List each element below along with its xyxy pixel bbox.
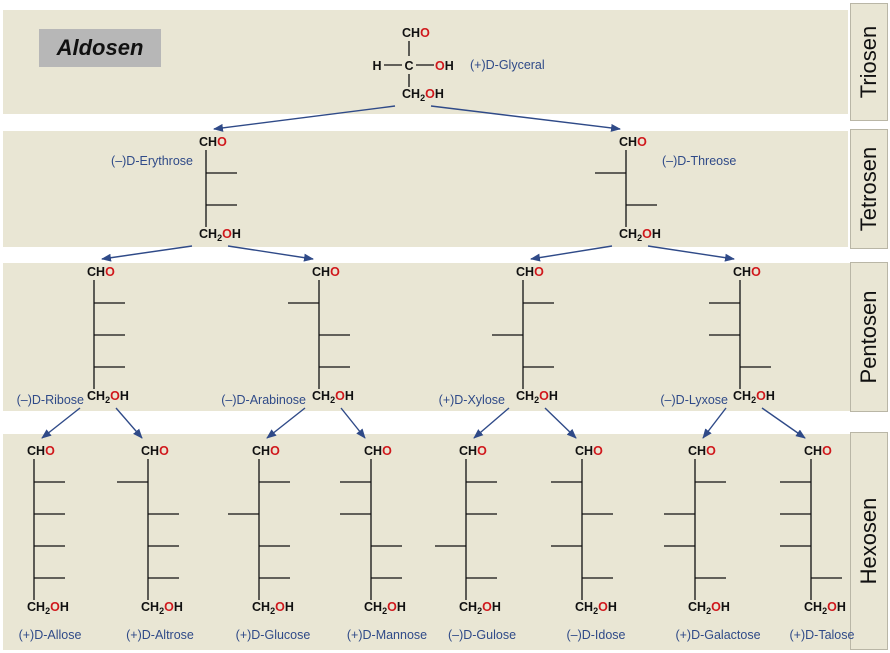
aldehyde-group: CHO bbox=[688, 444, 716, 458]
arrow-lyxose-talose bbox=[761, 407, 806, 439]
sugar-glyceral: CHO C H OH CH2OH (+)D-Glyceral bbox=[372, 26, 544, 103]
arrow-xylose-gulose bbox=[473, 407, 510, 439]
aldehyde-group: CHO bbox=[733, 265, 761, 279]
group-label-pentosen: Pentosen bbox=[850, 262, 888, 412]
sugar-allose: CHO CH2OH (+)D-Allose bbox=[19, 444, 82, 642]
arrow-glyceral-erythrose bbox=[213, 105, 396, 132]
hydroxymethyl-group: CH2OH bbox=[516, 389, 558, 405]
band-pentosen bbox=[3, 263, 861, 411]
sugar-name: (+)D-Mannose bbox=[347, 628, 427, 642]
group-label-hexosen: Hexosen bbox=[850, 432, 888, 650]
aldehyde-group: CHO bbox=[27, 444, 55, 458]
hydroxymethyl-group: CH2OH bbox=[252, 600, 294, 616]
sugar-name: (–)D-Arabinose bbox=[221, 393, 306, 407]
arrow-lyxose-galactose bbox=[702, 407, 727, 439]
group-label-tetrosen: Tetrosen bbox=[850, 129, 888, 249]
sugar-idose: CHO CH2OH (–)D-Idose bbox=[551, 444, 626, 642]
aldehyde-group: CHO bbox=[199, 135, 227, 149]
sugar-name: (+)D-Glyceral bbox=[470, 58, 545, 72]
hydrogen-atom: H bbox=[372, 59, 381, 73]
sugar-name: (+)D-Allose bbox=[19, 628, 82, 642]
sugar-gulose: CHO CH2OH (–)D-Gulose bbox=[435, 444, 516, 642]
central-carbon: C bbox=[404, 59, 413, 73]
arrow-arabinose-glucose bbox=[266, 407, 306, 439]
sugar-name: (+)D-Altrose bbox=[126, 628, 194, 642]
sugar-name: (+)D-Galactose bbox=[675, 628, 760, 642]
hydroxymethyl-group: CH2OH bbox=[141, 600, 183, 616]
arrow-ribose-altrose bbox=[115, 407, 143, 439]
sugar-threose: CHO CH2OH (–)D-Threose bbox=[595, 135, 736, 243]
sugar-name: (+)D-Talose bbox=[790, 628, 855, 642]
aldehyde-group: CHO bbox=[87, 265, 115, 279]
hydroxymethyl-group: CH2OH bbox=[619, 227, 661, 243]
group-label-triosen: Triosen bbox=[850, 3, 888, 121]
arrow-erythrose-arabinose bbox=[227, 245, 314, 262]
sugar-name: (–)D-Ribose bbox=[17, 393, 84, 407]
hydroxymethyl-group: CH2OH bbox=[688, 600, 730, 616]
sugar-talose: CHO CH2OH (+)D-Talose bbox=[780, 444, 855, 642]
hydroxymethyl-group: CH2OH bbox=[364, 600, 406, 616]
aldehyde-group: CHO bbox=[619, 135, 647, 149]
sugar-ribose: CHO CH2OH(–)D-Ribose bbox=[17, 265, 129, 407]
band-tetrosen bbox=[3, 131, 848, 247]
hydroxymethyl-group: CH2OH bbox=[459, 600, 501, 616]
sugar-glucose: CHO CH2OH (+)D-Glucose bbox=[228, 444, 310, 642]
aldehyde-group: CHO bbox=[402, 26, 430, 40]
band-hexosen bbox=[3, 434, 861, 650]
sugar-name: (+)D-Glucose bbox=[236, 628, 311, 642]
title-box: Aldosen bbox=[39, 29, 161, 67]
aldehyde-group: CHO bbox=[141, 444, 169, 458]
sugar-name: (–)D-Idose bbox=[566, 628, 625, 642]
sugar-arabinose: CHO CH2OH (–)D-Arabinose bbox=[221, 265, 354, 407]
arrow-xylose-idose bbox=[544, 407, 577, 439]
aldehyde-group: CHO bbox=[252, 444, 280, 458]
sugar-name: (–)D-Threose bbox=[662, 154, 736, 168]
hydroxymethyl-group: CH2OH bbox=[575, 600, 617, 616]
diagram-title: Aldosen bbox=[56, 35, 144, 60]
hydroxyl-group: OH bbox=[435, 59, 454, 73]
sugar-erythrose: CHO CH2OH (–)D-Erythrose bbox=[111, 135, 241, 243]
sugar-xylose: CHO CH2OH (+)D-Xylose bbox=[439, 265, 558, 407]
arrow-threose-lyxose bbox=[647, 245, 735, 262]
sugar-name: (–)D-Erythrose bbox=[111, 154, 193, 168]
sugar-name: (–)D-Lyxose bbox=[660, 393, 728, 407]
aldehyde-group: CHO bbox=[575, 444, 603, 458]
aldehyde-group: CHO bbox=[804, 444, 832, 458]
aldehyde-group: CHO bbox=[364, 444, 392, 458]
hydroxymethyl-group: CH2OH bbox=[87, 389, 129, 405]
arrow-glyceral-threose bbox=[430, 105, 621, 132]
hydroxymethyl-group: CH2OH bbox=[402, 87, 444, 103]
arrow-ribose-allose bbox=[41, 407, 81, 439]
arrow-threose-xylose bbox=[530, 245, 613, 262]
aldehyde-group: CHO bbox=[459, 444, 487, 458]
sugar-name: (–)D-Gulose bbox=[448, 628, 516, 642]
hydroxymethyl-group: CH2OH bbox=[312, 389, 354, 405]
aldehyde-group: CHO bbox=[516, 265, 544, 279]
sugar-galactose: CHO CH2OH (+)D-Galactose bbox=[664, 444, 761, 642]
hydroxymethyl-group: CH2OH bbox=[27, 600, 69, 616]
arrow-arabinose-mannose bbox=[340, 407, 366, 439]
hydroxymethyl-group: CH2OH bbox=[804, 600, 846, 616]
sugar-mannose: CHO CH2OH (+)D-Mannose bbox=[340, 444, 427, 642]
hydroxymethyl-group: CH2OH bbox=[199, 227, 241, 243]
sugar-name: (+)D-Xylose bbox=[439, 393, 505, 407]
sugar-altrose: CHO CH2OH (+)D-Altrose bbox=[117, 444, 194, 642]
hydroxymethyl-group: CH2OH bbox=[733, 389, 775, 405]
aldehyde-group: CHO bbox=[312, 265, 340, 279]
arrow-erythrose-ribose bbox=[101, 245, 193, 262]
sugar-lyxose: CHO CH2OH (–)D-Lyxose bbox=[660, 265, 774, 407]
